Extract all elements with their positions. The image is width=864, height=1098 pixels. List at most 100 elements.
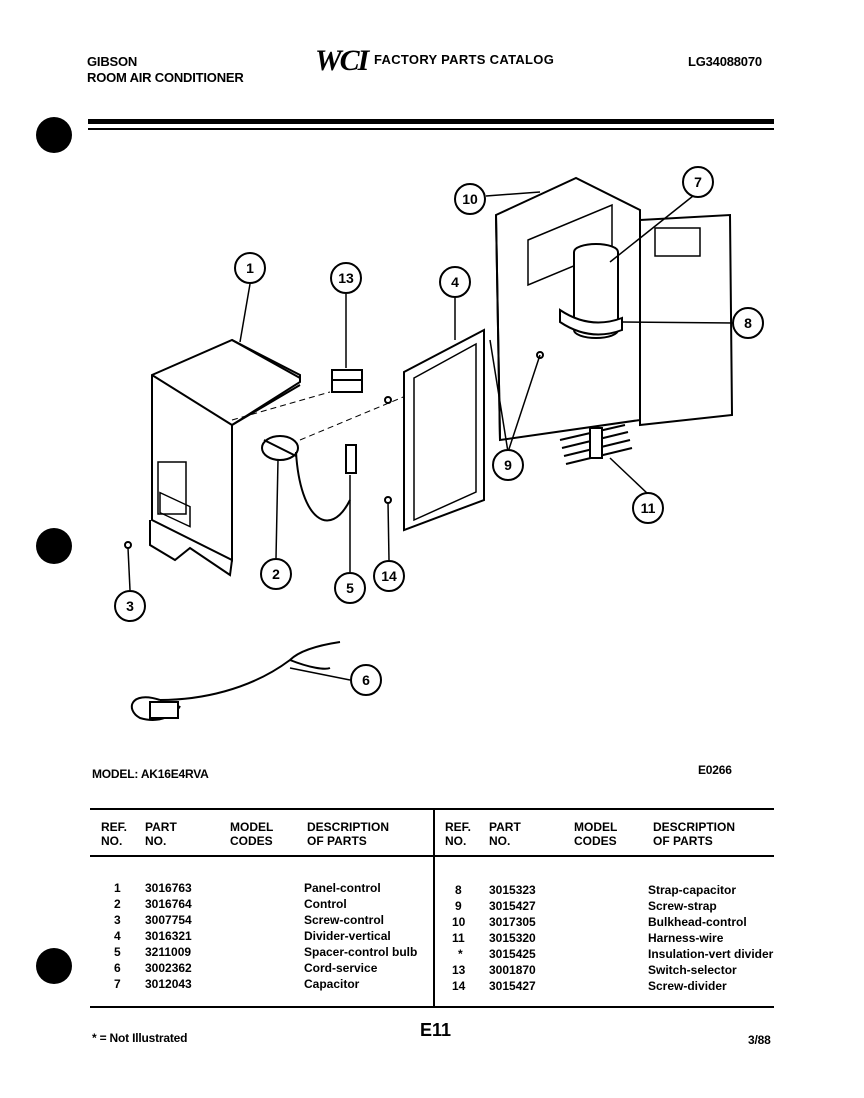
page-number: E11 <box>420 1020 452 1040</box>
part-no: 3002362 <box>145 961 192 975</box>
description: Screw-strap <box>648 899 717 913</box>
callout-label-8: 8 <box>744 315 752 331</box>
description: Panel-control <box>304 881 381 895</box>
punch-hole-top <box>36 117 72 153</box>
ref-no: 14 <box>452 979 466 993</box>
callout-label-2: 2 <box>272 566 280 582</box>
callout-11 <box>632 492 664 524</box>
brand-name: GIBSON <box>87 54 138 69</box>
product-name: ROOM AIR CONDITIONER <box>87 70 244 85</box>
description: Divider-vertical <box>304 929 391 943</box>
ref-no: 9 <box>455 899 462 913</box>
part-no: 3211009 <box>145 945 192 959</box>
ref-no: 3 <box>114 913 121 927</box>
part-no: 3015427 <box>489 979 536 993</box>
ref-no: 8 <box>455 883 462 897</box>
callout-14 <box>373 560 405 592</box>
capacitor-strap-part <box>559 308 623 336</box>
ref-no: 1 <box>114 881 121 895</box>
description: Screw-divider <box>648 979 727 993</box>
callout-3 <box>114 590 146 622</box>
callout-2 <box>260 558 292 590</box>
part-no: 3017305 <box>489 915 536 929</box>
callout-label-10: 10 <box>462 191 478 207</box>
callout-label-3: 3 <box>126 598 134 614</box>
document-code: LG34088070 <box>688 54 762 69</box>
ref-no: 10 <box>452 915 466 929</box>
ref-no: 6 <box>114 961 121 975</box>
part-no: 3016321 <box>145 929 192 943</box>
description: Spacer-control bulb <box>304 945 418 959</box>
part-no: 3015323 <box>489 883 536 897</box>
callout-6 <box>350 664 382 696</box>
header-rule-thick <box>88 119 774 124</box>
table-bottom-rule <box>90 1006 774 1008</box>
description: Control <box>304 897 347 911</box>
callout-label-4: 4 <box>451 274 459 290</box>
punch-hole-middle <box>36 528 72 564</box>
callout-label-6: 6 <box>362 672 370 688</box>
description: Switch-selector <box>648 963 737 977</box>
callout-10 <box>454 183 486 215</box>
ref-no: * <box>458 947 463 961</box>
selector-switch-part <box>331 369 363 393</box>
part-no: 3001870 <box>489 963 536 977</box>
model-label: MODEL: AK16E4RVA <box>92 767 209 781</box>
callout-5 <box>334 572 366 604</box>
part-no: 3016763 <box>145 881 192 895</box>
callout-4 <box>439 266 471 298</box>
table-header-rule <box>90 855 774 857</box>
callout-label-9: 9 <box>504 457 512 473</box>
callout-label-13: 13 <box>338 270 354 286</box>
ref-no: 5 <box>114 945 121 959</box>
callout-1 <box>234 252 266 284</box>
table-top-rule <box>90 808 774 810</box>
spacer-bulb-part <box>345 444 357 474</box>
part-no: 3007754 <box>145 913 192 927</box>
description: Cord-service <box>304 961 378 975</box>
callout-8 <box>732 307 764 339</box>
header-rule-thin <box>88 128 774 130</box>
callout-label-11: 11 <box>641 500 656 516</box>
ref-no: 7 <box>114 977 121 991</box>
callout-label-7: 7 <box>694 174 702 190</box>
ref-no: 13 <box>452 963 466 977</box>
callout-9 <box>492 449 524 481</box>
catalog-title: FACTORY PARTS CATALOG <box>374 52 555 67</box>
control-panel-part <box>149 338 301 577</box>
callout-7 <box>682 166 714 198</box>
service-cord-part <box>130 641 341 721</box>
revision-date: 3/88 <box>748 1033 771 1047</box>
punch-hole-bottom <box>36 948 72 984</box>
ref-no: 2 <box>114 897 121 911</box>
table-center-divider <box>433 810 435 1006</box>
vertical-divider-part <box>403 328 485 532</box>
description: Strap-capacitor <box>648 883 737 897</box>
right-header-ref: REF.NO. <box>445 820 472 848</box>
description: Bulkhead-control <box>648 915 747 929</box>
callout-label-1: 1 <box>246 260 254 276</box>
part-no: 3016764 <box>145 897 192 911</box>
part-no: 3012043 <box>145 977 192 991</box>
ref-no: 4 <box>114 929 121 943</box>
part-no: 3015427 <box>489 899 536 913</box>
wire-harness-part <box>559 424 633 465</box>
description: Harness-wire <box>648 931 724 945</box>
callout-label-5: 5 <box>346 580 354 596</box>
ref-no: 11 <box>452 931 465 945</box>
description: Capacitor <box>304 977 360 991</box>
not-illustrated-note: * = Not Illustrated <box>92 1031 188 1045</box>
wci-logo: WCI <box>315 44 369 77</box>
description: Screw-control <box>304 913 385 927</box>
exploded-parts-diagram: 1 13 4 10 7 8 9 11 2 5 3 14 6 <box>114 166 764 721</box>
control-switch-part <box>261 435 351 522</box>
left-header-ref: REF.NO. <box>101 820 128 848</box>
part-no: 3015425 <box>489 947 536 961</box>
drawing-code: E0266 <box>698 763 732 777</box>
